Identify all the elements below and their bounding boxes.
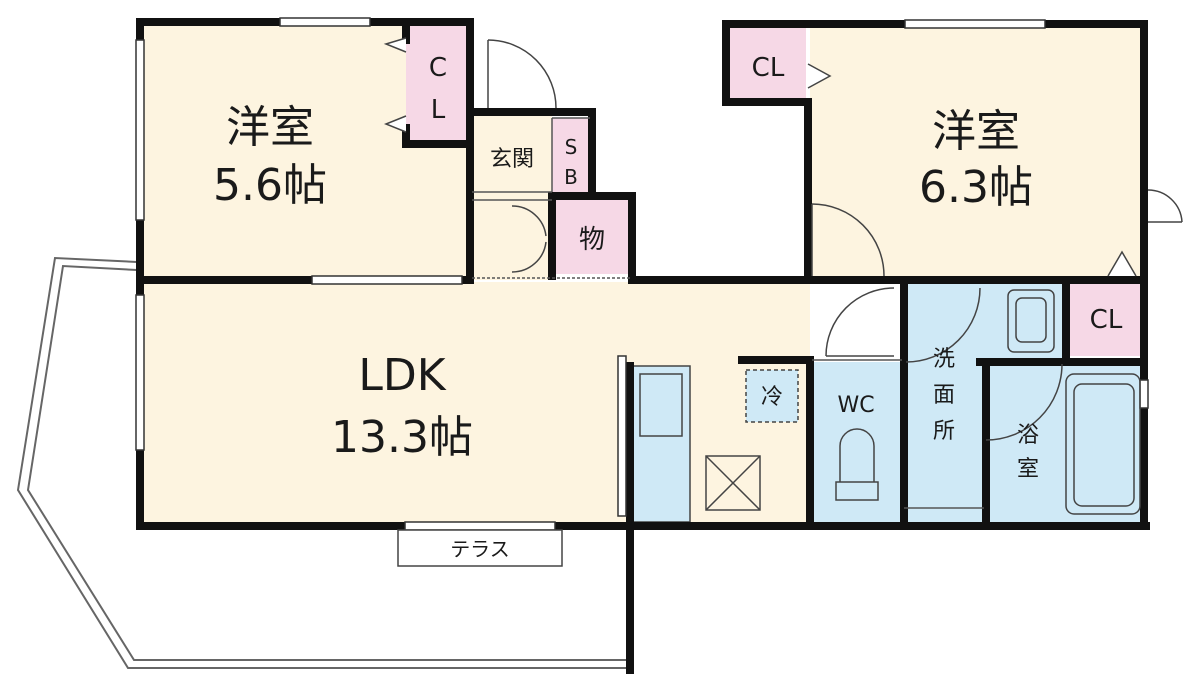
room-6-3-label: 洋室 (932, 106, 1020, 157)
doors (487, 39, 1183, 441)
washroom-char-3: 所 (933, 419, 955, 444)
entrance-label: 玄関 (490, 147, 534, 172)
windows (135, 17, 1149, 531)
sink (639, 373, 683, 437)
room-5-6-label: 洋室 (226, 102, 314, 153)
closet-right-floor (1068, 282, 1144, 356)
walls (136, 18, 1150, 674)
closet-left-floor (406, 22, 468, 144)
range-hood (705, 455, 761, 511)
shoe-box-line1: S (565, 135, 578, 159)
bathroom-char-2: 室 (1017, 457, 1039, 482)
storage-floor (552, 198, 632, 274)
thin-lines (472, 117, 984, 509)
shoe-box-floor (552, 118, 590, 192)
closet-top-right-floor (728, 26, 806, 102)
ldk-label: LDK (358, 350, 446, 401)
fixtures (705, 289, 1141, 515)
terrace-box (397, 529, 563, 567)
entrance-floor (472, 112, 552, 192)
refrigerator-label: 冷 (761, 385, 783, 410)
ldk-floor (142, 282, 810, 522)
toilet-tank (835, 481, 879, 501)
room-fills (142, 22, 1145, 523)
storage-label: 物 (579, 225, 605, 255)
western-room-2-floor (810, 26, 1145, 282)
room-5-6-size: 5.6帖 (213, 160, 327, 211)
closet-door-marks (383, 37, 1137, 277)
shoe-box-line2: B (564, 165, 578, 189)
closet-left-line1: C (429, 53, 447, 83)
closet-top-right-label: CL (752, 53, 785, 83)
balcony (16, 256, 630, 669)
toilet-floor (812, 362, 902, 522)
terrace-label: テラス (450, 537, 510, 561)
hall-floor (472, 192, 552, 280)
ldk-size: 13.3帖 (331, 412, 473, 463)
washroom-char-2: 面 (933, 383, 955, 408)
refrigerator-space (745, 369, 799, 423)
closet-right-label: CL (1090, 305, 1123, 335)
closet-left-line2: L (431, 95, 446, 125)
washroom-char-1: 洗 (933, 347, 955, 372)
room-6-3-size: 6.3帖 (919, 162, 1033, 213)
bathtub (1065, 373, 1141, 515)
toilet-label: WC (837, 393, 874, 418)
bathroom-char-1: 浴 (1017, 423, 1039, 448)
wash-basin (1007, 289, 1055, 353)
